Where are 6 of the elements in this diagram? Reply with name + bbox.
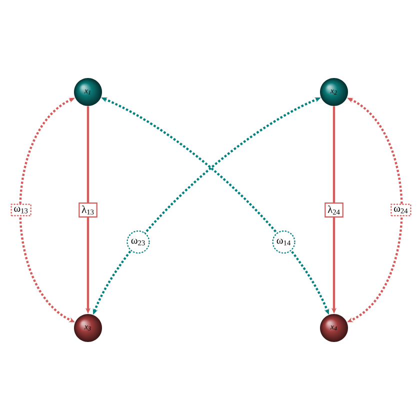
edge-label: ω$_{23}$ (126, 230, 150, 254)
edge-label: ω$_{24}$ (390, 204, 412, 216)
edge-label: λ$_{13}$ (78, 202, 98, 218)
edge-label: λ$_{24}$ (324, 202, 344, 218)
edge-label: ω$_{13}$ (10, 204, 32, 216)
edge-label: ω$_{14}$ (272, 230, 296, 254)
